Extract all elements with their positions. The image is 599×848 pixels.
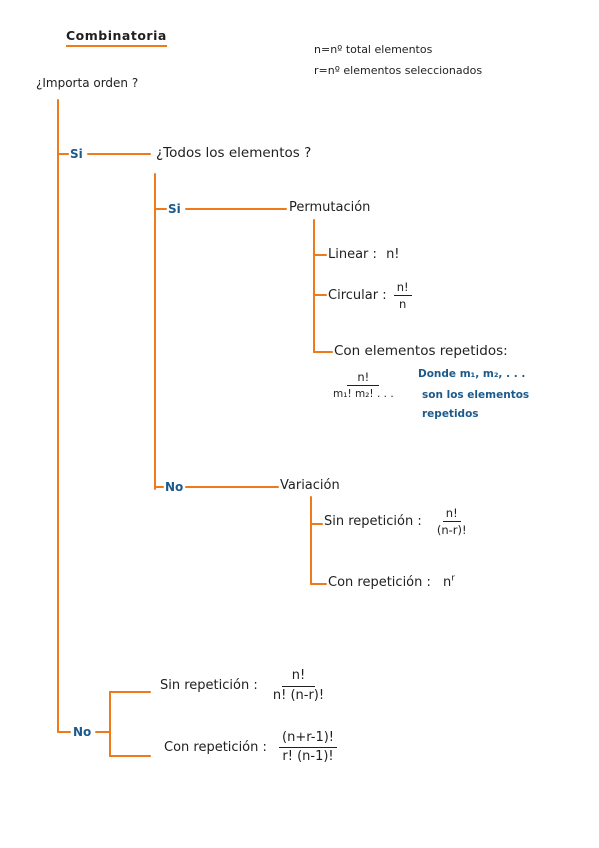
repeated-fraction: n! m₁! m₂! . . . bbox=[330, 370, 397, 401]
repeated-numerator: n! bbox=[347, 370, 380, 386]
variation-no-rep-denominator: (n-r)! bbox=[436, 523, 467, 537]
combination-rep-formula: (n+r-1)! r! (n-1)! bbox=[279, 730, 337, 765]
repeated-note-line2: son los elementos bbox=[422, 389, 530, 401]
order-no-branch-label: No bbox=[73, 725, 92, 739]
repeated-note-line3: repetidos bbox=[422, 408, 479, 420]
repeated-label: Con elementos repetidos: bbox=[334, 343, 508, 359]
linear-formula: n! bbox=[386, 247, 400, 262]
repeated-formula: n! m₁! m₂! . . . bbox=[330, 370, 397, 401]
root-question: ¿Importa orden ? bbox=[36, 76, 139, 90]
circular-label: Circular : bbox=[328, 288, 387, 303]
variation-node: Variación bbox=[280, 478, 340, 493]
variation-rep-label: Con repetición : bbox=[328, 575, 431, 590]
variation-no-rep-numerator: n! bbox=[442, 506, 461, 522]
permutation-circular: Circular : n! n bbox=[328, 280, 412, 311]
combination-rep-denominator: r! (n-1)! bbox=[282, 749, 334, 764]
all-yes-branch-label: Si bbox=[168, 202, 181, 216]
combination-repetition: Con repetición : (n+r-1)! r! (n-1)! bbox=[164, 730, 337, 765]
circular-numerator: n! bbox=[393, 280, 412, 296]
circular-denominator: n bbox=[399, 297, 407, 311]
variation-no-repetition: Sin repetición : n! (n-r)! bbox=[324, 506, 470, 537]
combination-no-rep-numerator: n! bbox=[281, 668, 316, 687]
repeated-denominator: m₁! m₂! . . . bbox=[333, 388, 394, 400]
combination-no-repetition: Sin repetición : n! n! (n-r)! bbox=[160, 668, 327, 704]
combination-rep-numerator: (n+r-1)! bbox=[279, 730, 337, 748]
variation-no-rep-label: Sin repetición : bbox=[324, 513, 422, 529]
legend-r-definition: r=nº elementos seleccionados bbox=[314, 64, 483, 77]
circular-formula: n! n bbox=[393, 280, 412, 311]
order-yes-branch-label: Si bbox=[70, 147, 83, 161]
all-no-branch-label: No bbox=[165, 480, 184, 494]
variation-repetition: Con repetición : nr bbox=[328, 573, 455, 591]
repeated-note-line1: Donde m₁, m₂, . . . bbox=[418, 368, 526, 380]
permutation-linear: Linear : n! bbox=[328, 247, 400, 263]
legend-n-definition: n=nº total elementos bbox=[314, 43, 433, 56]
all-elements-question: ¿Todos los elementos ? bbox=[156, 145, 312, 161]
combination-rep-label: Con repetición : bbox=[164, 739, 267, 755]
combination-no-rep-denominator: n! (n-r)! bbox=[272, 688, 325, 703]
permutation-node: Permutación bbox=[289, 200, 371, 215]
variation-no-rep-formula: n! (n-r)! bbox=[434, 506, 470, 537]
combination-no-rep-label: Sin repetición : bbox=[160, 678, 258, 693]
variation-rep-formula: nr bbox=[443, 573, 455, 590]
variation-rep-exponent: r bbox=[451, 573, 455, 584]
variation-rep-base: n bbox=[443, 575, 452, 590]
page-title: Combinatoria bbox=[66, 28, 167, 47]
linear-label: Linear : bbox=[328, 247, 377, 262]
combination-no-rep-formula: n! n! (n-r)! bbox=[270, 668, 327, 704]
